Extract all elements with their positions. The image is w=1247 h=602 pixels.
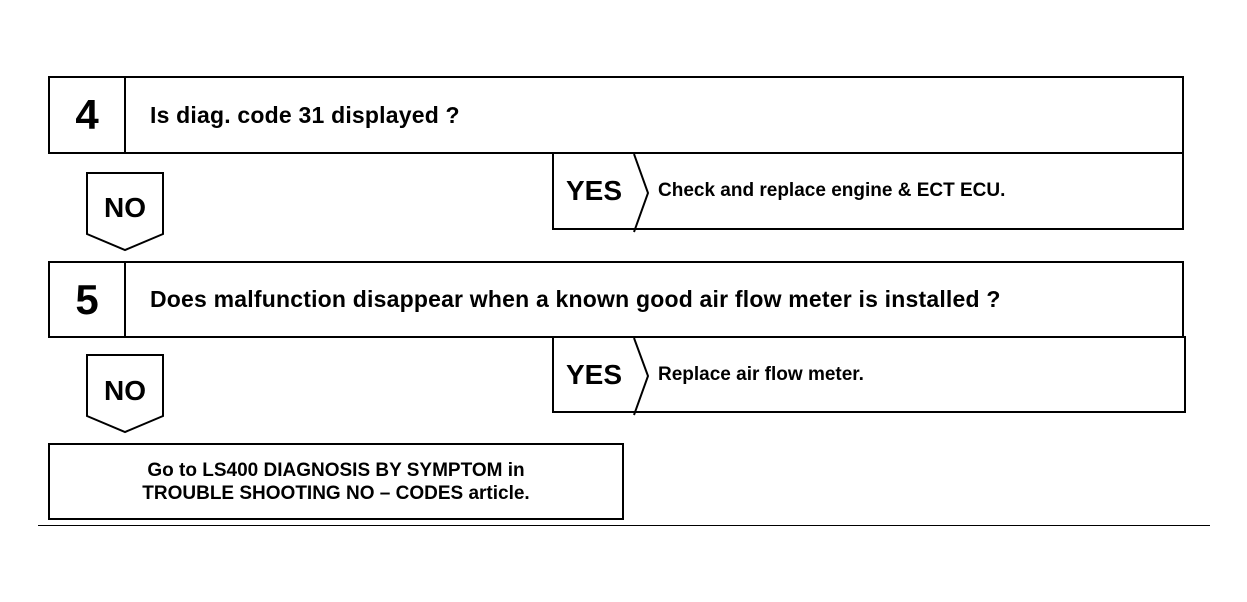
step-4-yes-divider-icon: [633, 153, 650, 233]
step-5-no-label: NO: [104, 375, 146, 406]
step-4-yes-box: YES Check and replace engine & ECT ECU.: [552, 152, 1184, 233]
step-5-yes-divider-icon: [633, 337, 650, 416]
step-4-yes-action: Check and replace engine & ECT ECU.: [658, 180, 1006, 201]
step-5-no-arrow-icon: [86, 354, 164, 434]
step-4-box: 4 Is diag. code 31 displayed ?: [48, 76, 1184, 154]
step-4-question: Is diag. code 31 displayed ?: [150, 101, 460, 128]
final-instruction-line-2: TROUBLE SHOOTING NO – CODES article.: [142, 482, 530, 504]
step-5-yes-action: Replace air flow meter.: [658, 363, 864, 385]
step-5-question: Does malfunction disappear when a known …: [150, 286, 1001, 312]
step-4-yes-label: YES: [565, 175, 623, 206]
step-5-box: 5 Does malfunction disappear when a know…: [48, 261, 1184, 338]
step-5-yes-label: YES: [565, 358, 623, 390]
final-instruction-line-1: Go to LS400 DIAGNOSIS BY SYMPTOM in: [147, 459, 525, 481]
step-5-yes-box: YES Replace air flow meter.: [552, 336, 1186, 416]
step-4-no-arrow-icon: [86, 172, 164, 252]
step-5-number: 5: [50, 263, 126, 336]
final-instruction-box: Go to LS400 DIAGNOSIS BY SYMPTOM in TROU…: [48, 443, 624, 520]
step-4-no-label: NO: [104, 192, 146, 223]
step-4-number: 4: [50, 78, 126, 152]
bottom-rule: [38, 525, 1210, 526]
